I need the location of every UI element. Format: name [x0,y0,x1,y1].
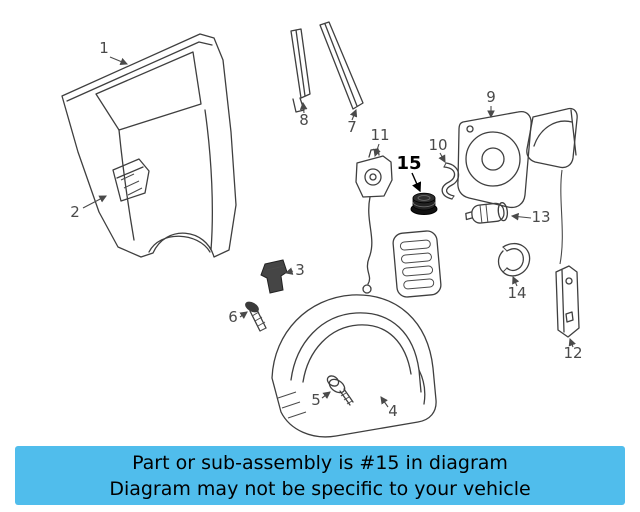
part-air-vent-grille [392,230,442,298]
part-label-9: 9 [486,88,496,106]
vehicle-note-banner: Part or sub-assembly is #15 in diagram D… [15,446,625,505]
part-label-4: 4 [388,402,398,420]
part-label-13: 13 [531,208,550,226]
part-fuel-filler-housing [457,110,532,209]
part-label-12: 12 [563,344,582,362]
part-seal [441,162,460,200]
part-bracket [112,158,150,202]
part-label-5: 5 [311,391,321,409]
part-label-6: 6 [228,308,238,326]
part-clip [260,259,288,294]
part-label-15-highlighted: 15 [396,153,421,174]
part-wheel-arch-liner [271,294,437,438]
part-label-11: 11 [370,126,389,144]
part-screw [326,375,354,406]
banner-line-1: Part or sub-assembly is #15 in diagram [132,451,508,474]
part-label-3: 3 [295,261,305,279]
part-label-1: 1 [99,39,109,57]
part-label-2: 2 [70,203,80,221]
part-quarter-panel [61,33,237,258]
leader-arrows [82,56,576,408]
part-mounting-bracket [555,265,580,338]
part-hook [497,242,531,277]
part-trim-strip-short [290,28,311,113]
part-trim-strip-long [319,21,364,110]
part-grommet-cap-highlighted [410,192,438,215]
part-fuel-door-flap [526,107,578,265]
part-rivet [245,301,267,332]
part-release-actuator [355,148,393,294]
part-actuator-cylinder [465,202,509,224]
part-label-8: 8 [299,111,309,129]
banner-line-2: Diagram may not be specific to your vehi… [109,477,531,500]
part-label-10: 10 [428,136,447,154]
part-label-7: 7 [347,118,357,136]
part-label-14: 14 [507,284,526,302]
part-number-labels: 1 2 3 4 5 6 7 8 9 10 11 12 13 14 15 [70,39,582,420]
